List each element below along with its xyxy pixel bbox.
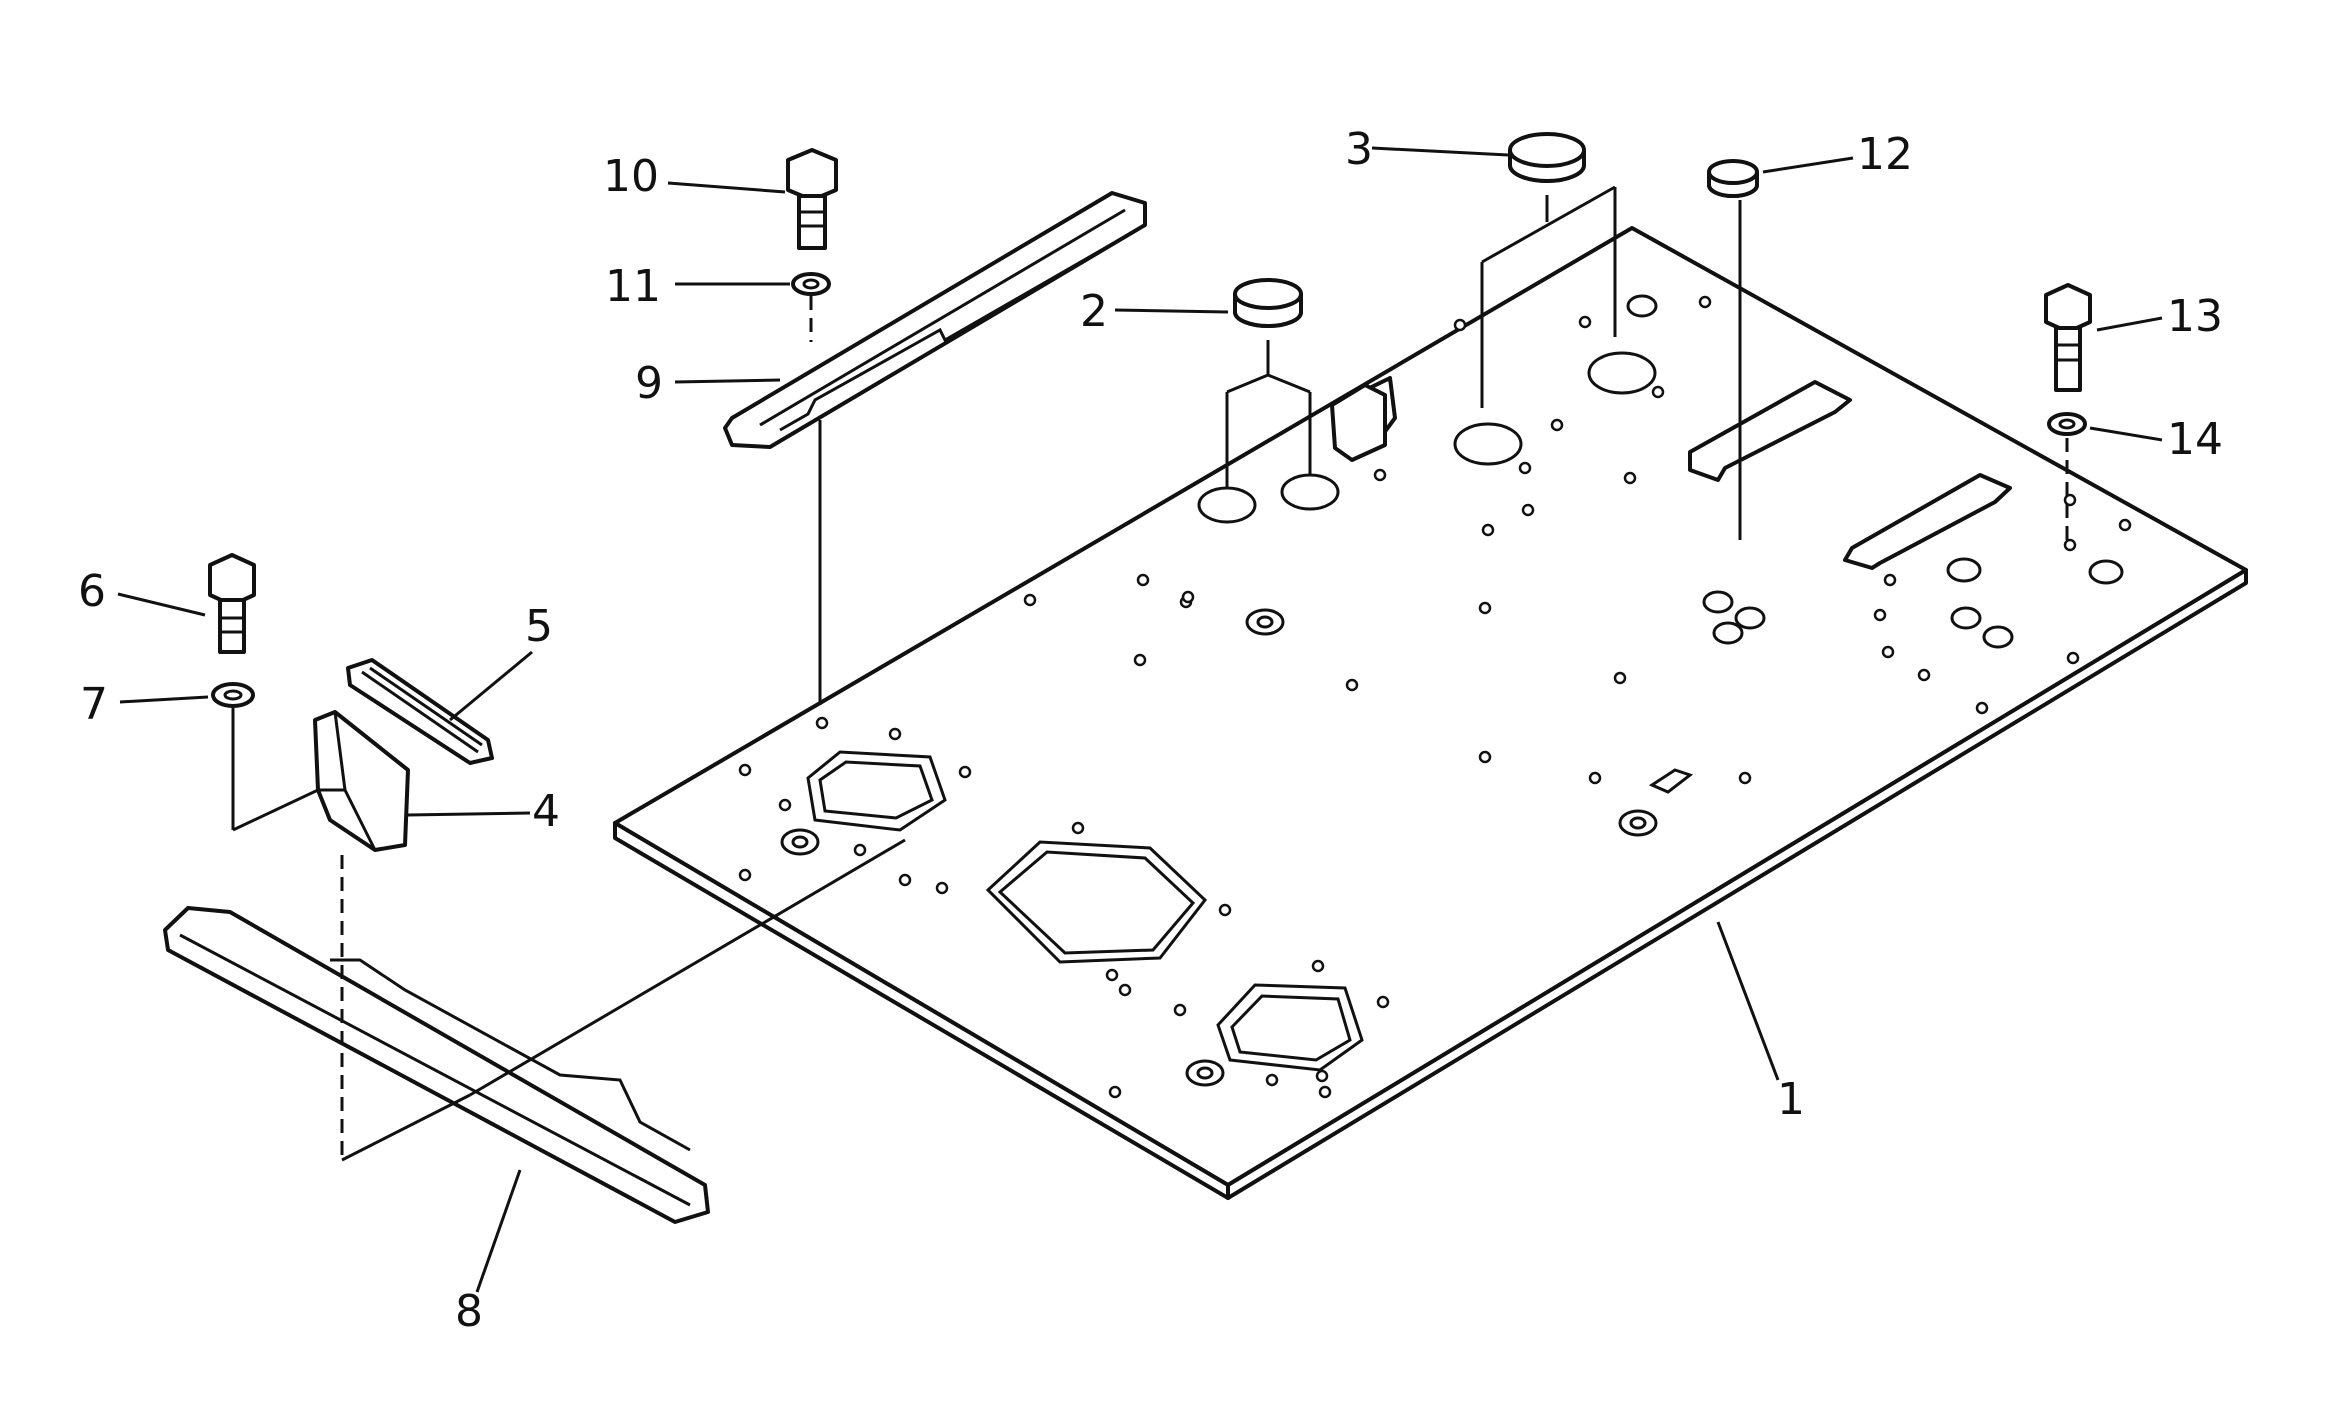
plug-12 bbox=[1707, 159, 1759, 198]
rail-8 bbox=[163, 906, 710, 1224]
assembly-lines bbox=[231, 185, 2069, 1162]
plate-opening-center bbox=[985, 840, 1208, 964]
callout-10: 10 bbox=[603, 151, 659, 202]
plug-hole-3a bbox=[1453, 422, 1523, 466]
callout-13: 13 bbox=[2167, 291, 2223, 342]
plate-opening-right bbox=[1216, 983, 1364, 1072]
floor-plate bbox=[613, 226, 2248, 1200]
callout-14: 14 bbox=[2167, 414, 2223, 465]
washer-11 bbox=[791, 272, 831, 296]
callout-9: 9 bbox=[635, 358, 663, 409]
callout-1: 1 bbox=[1777, 1074, 1805, 1125]
callout-8: 8 bbox=[455, 1286, 483, 1337]
bracket-4 bbox=[313, 710, 410, 852]
plug-3 bbox=[1508, 132, 1586, 183]
washer-14 bbox=[2047, 412, 2087, 436]
step-pad-5 bbox=[346, 658, 494, 765]
callout-3: 3 bbox=[1345, 124, 1373, 175]
plate-small-holes bbox=[738, 295, 2132, 1099]
plate-opening-left bbox=[806, 750, 947, 832]
callout-12: 12 bbox=[1857, 129, 1913, 180]
plug-hole-2b bbox=[1280, 473, 1340, 511]
callout-4: 4 bbox=[532, 786, 560, 837]
callout-5: 5 bbox=[525, 601, 553, 652]
callout-7: 7 bbox=[80, 679, 108, 730]
rail-9 bbox=[723, 191, 1147, 449]
callout-6: 6 bbox=[78, 566, 106, 617]
plug-hole-3b bbox=[1587, 351, 1657, 395]
plate-bracket-c bbox=[1843, 473, 2012, 570]
washer-7 bbox=[211, 682, 255, 708]
callout-leaders bbox=[117, 146, 2163, 1293]
plate-bracket-b bbox=[1688, 380, 1852, 482]
bolt-10 bbox=[786, 148, 838, 250]
callout-11: 11 bbox=[605, 261, 661, 312]
bolt-13 bbox=[2044, 283, 2092, 392]
callout-2: 2 bbox=[1080, 286, 1108, 337]
plug-2 bbox=[1233, 278, 1303, 328]
hinge-bracket bbox=[1330, 383, 1387, 462]
bolt-6 bbox=[208, 553, 256, 654]
plug-hole-2a bbox=[1197, 486, 1257, 524]
